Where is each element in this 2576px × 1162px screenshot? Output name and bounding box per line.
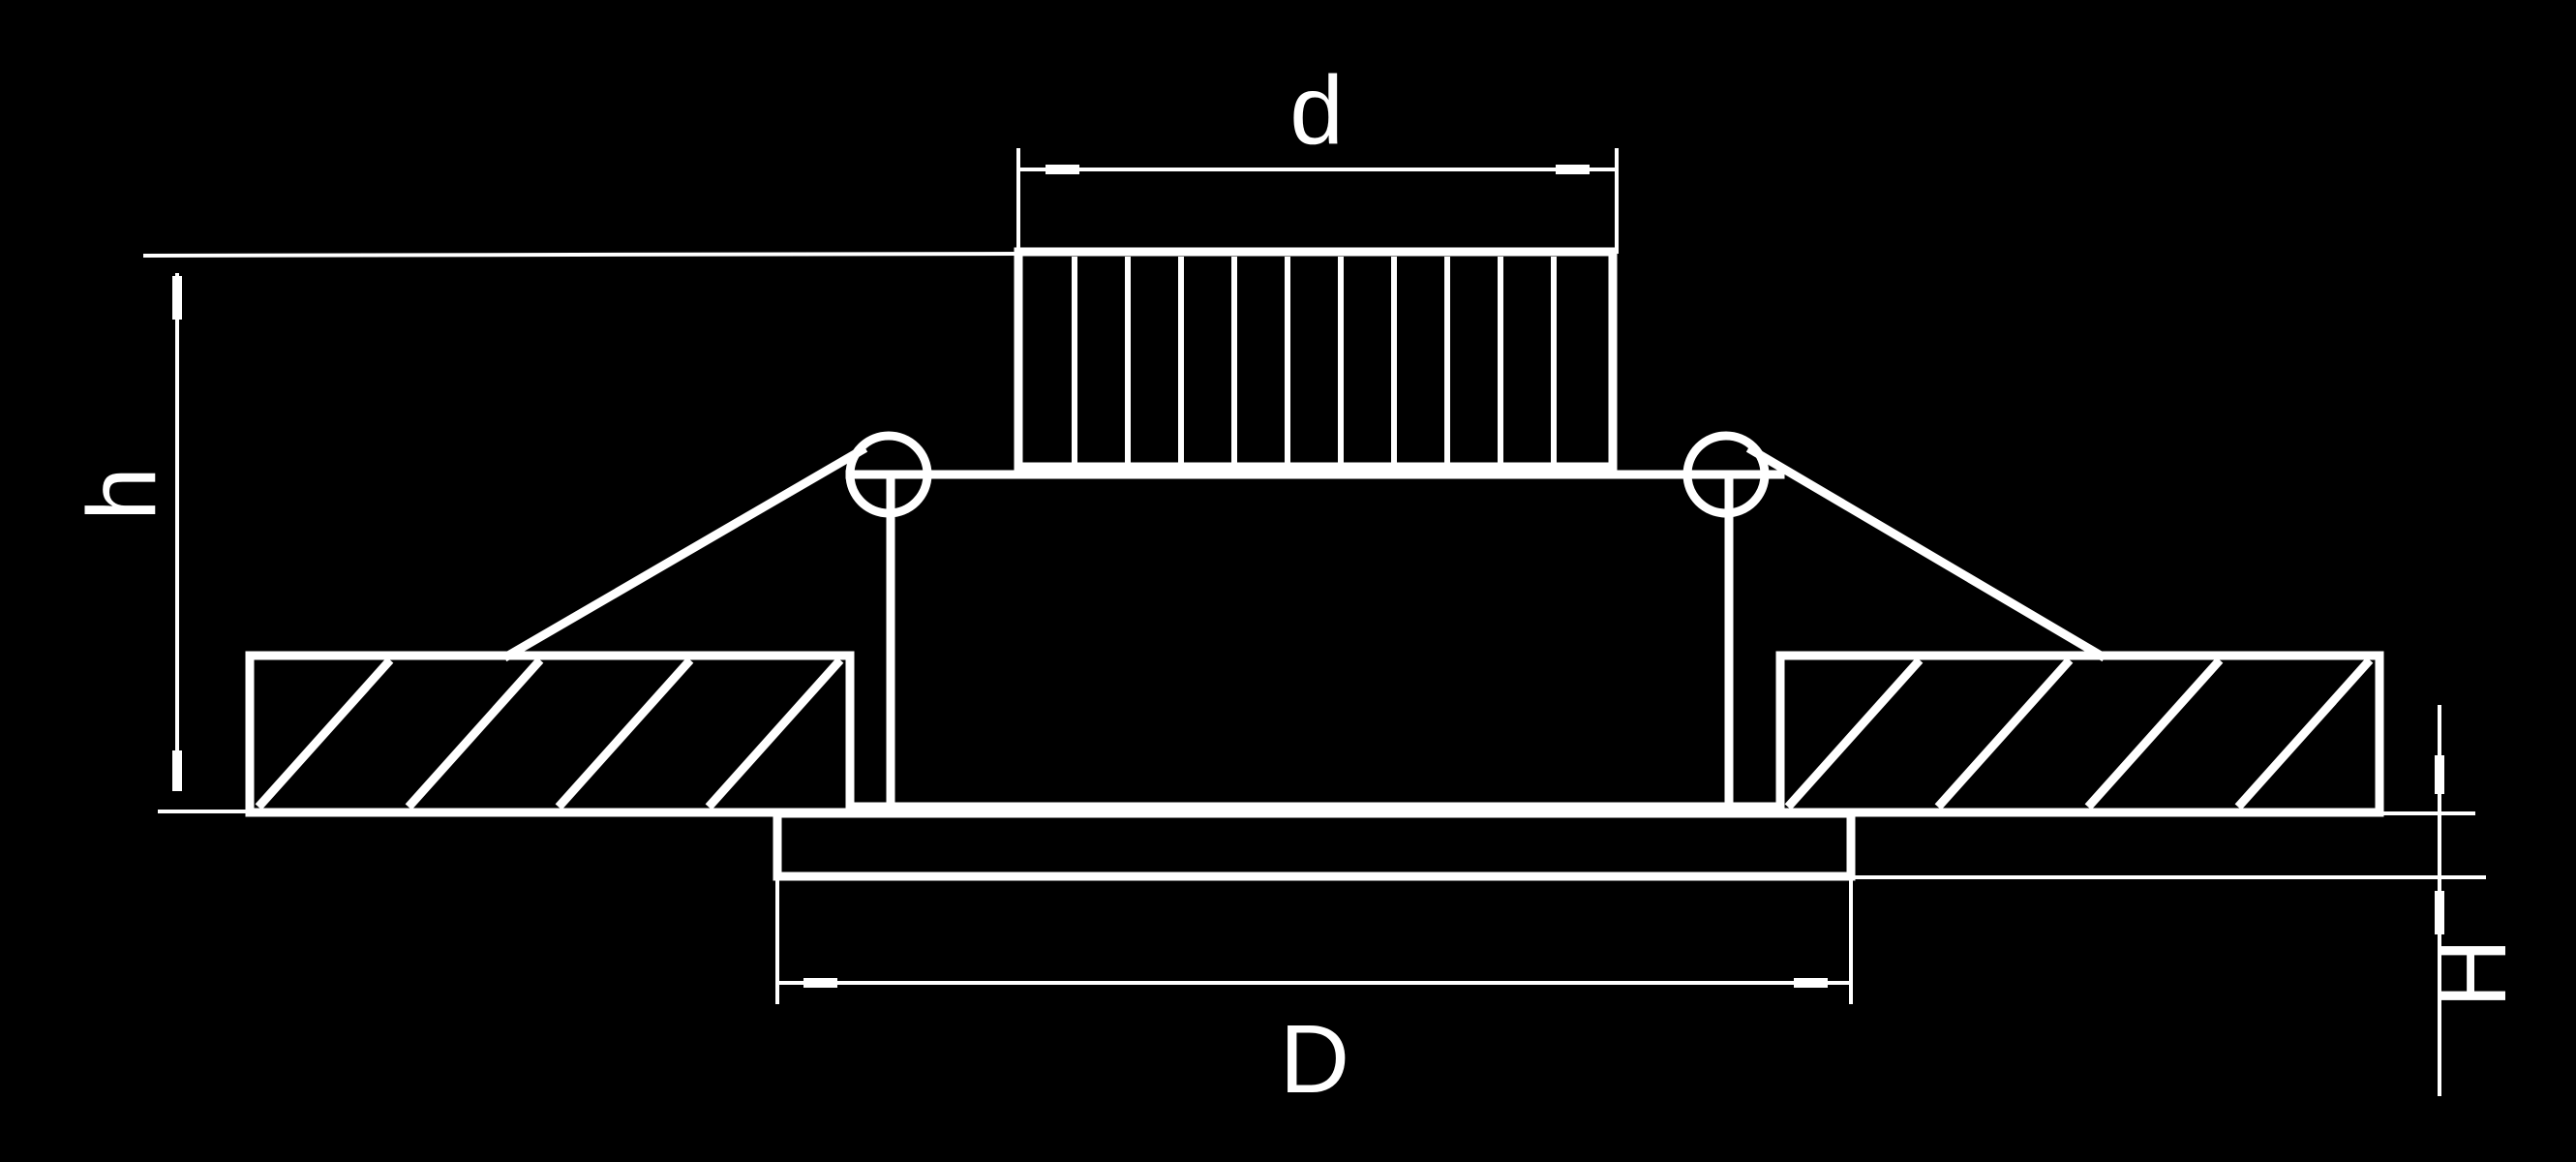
right-plate-hatching: [1784, 657, 2374, 810]
left-spring-clip: [501, 443, 868, 662]
hatch-line: [1784, 657, 1924, 810]
dimension-D: [775, 874, 1853, 1004]
right-spring-clip: [1745, 443, 2107, 662]
dimension-h: [142, 251, 1021, 813]
left-plate-hatching: [255, 657, 844, 810]
hatch-line: [255, 657, 394, 810]
dimension-d: [1016, 148, 1619, 254]
hatch-line: [405, 657, 544, 810]
h-extension-top: [142, 251, 1021, 259]
right-spring-pivot: [1682, 431, 1770, 518]
hatch-line: [705, 657, 844, 810]
fixture-body: [501, 431, 2107, 811]
label-h: h: [68, 467, 176, 521]
left-spring-pivot: [845, 431, 932, 518]
hatch-line: [2084, 657, 2224, 810]
heat-sink-fins: [1072, 257, 1557, 466]
heat-sink: [1014, 247, 1618, 472]
bottom-flange: [773, 809, 1856, 881]
label-D: D: [1280, 1005, 1349, 1114]
right-ceiling-plate: [1775, 651, 2384, 817]
dimension-H: [1849, 705, 2486, 1096]
label-d: d: [1289, 56, 1344, 165]
label-H: H: [2418, 938, 2527, 1008]
hatch-line: [555, 657, 694, 810]
hatch-line: [2234, 657, 2374, 810]
left-ceiling-plate: [245, 651, 855, 817]
hatch-line: [1934, 657, 2074, 810]
